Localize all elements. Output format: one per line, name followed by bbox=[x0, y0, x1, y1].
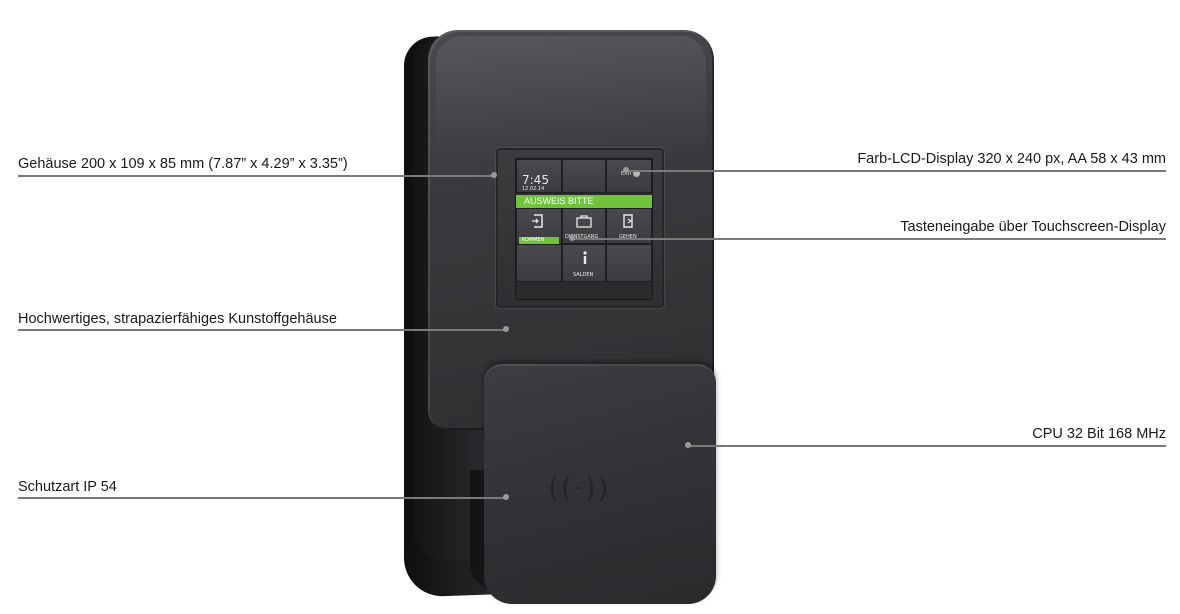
info-icon bbox=[583, 251, 587, 264]
callout-line-housing bbox=[18, 175, 494, 177]
exit-label: EXIT bbox=[621, 171, 633, 177]
time-display: 7:45 bbox=[522, 173, 549, 187]
callout-dot-touch bbox=[569, 235, 575, 241]
callout-line-protection bbox=[18, 497, 506, 499]
gehen-label: GEHEN bbox=[619, 234, 637, 240]
callout-dot-display bbox=[623, 167, 629, 173]
callout-dot-protection bbox=[503, 494, 509, 500]
door-out-icon bbox=[623, 214, 633, 228]
door-in-icon bbox=[532, 214, 543, 228]
touch-screen[interactable]: 7:45 12.02.14 EXIT AUSWEIS BITTE KOMMEN bbox=[515, 158, 653, 300]
briefcase-icon bbox=[576, 215, 592, 228]
salden-tile[interactable]: SALDEN bbox=[562, 244, 606, 282]
device-highlight bbox=[436, 36, 706, 156]
bottom-empty-left bbox=[516, 244, 562, 282]
bottom-empty-right bbox=[606, 244, 652, 282]
time-tile: 7:45 12.02.14 bbox=[516, 159, 562, 193]
empty-tile bbox=[562, 159, 606, 193]
device-lower-housing bbox=[484, 364, 716, 604]
label-material: Hochwertiges, strapazierfähiges Kunstoff… bbox=[18, 311, 337, 327]
salden-label: SALDEN bbox=[573, 272, 594, 278]
label-display: Farb-LCD-Display 320 x 240 px, AA 58 x 4… bbox=[857, 151, 1166, 167]
prompt-bar: AUSWEIS BITTE bbox=[516, 195, 652, 208]
callout-line-touch bbox=[572, 238, 1166, 240]
exit-icon bbox=[633, 170, 640, 177]
dienstgang-label: DIENSTGANG bbox=[565, 234, 599, 240]
date-display: 12.02.14 bbox=[522, 186, 545, 192]
exit-tile[interactable]: EXIT bbox=[606, 159, 652, 193]
callout-line-display bbox=[626, 170, 1166, 172]
label-cpu: CPU 32 Bit 168 MHz bbox=[1032, 426, 1166, 442]
prompt-text: AUSWEIS BITTE bbox=[524, 196, 594, 206]
callout-line-cpu bbox=[688, 445, 1166, 447]
callout-line-material bbox=[18, 329, 506, 331]
label-housing-size: Gehäuse 200 x 109 x 85 mm (7.87” x 4.29”… bbox=[18, 156, 348, 172]
kommen-highlight: KOMMEN bbox=[519, 237, 559, 244]
callout-dot-housing bbox=[491, 172, 497, 178]
callout-dot-material bbox=[503, 326, 509, 332]
rfid-icon: ((·)) bbox=[548, 472, 611, 505]
label-touch: Tasteneingabe über Touchscreen-Display bbox=[900, 219, 1166, 235]
callout-dot-cpu bbox=[685, 442, 691, 448]
label-protection: Schutzart IP 54 bbox=[18, 479, 117, 495]
kommen-label: KOMMEN bbox=[522, 237, 545, 243]
